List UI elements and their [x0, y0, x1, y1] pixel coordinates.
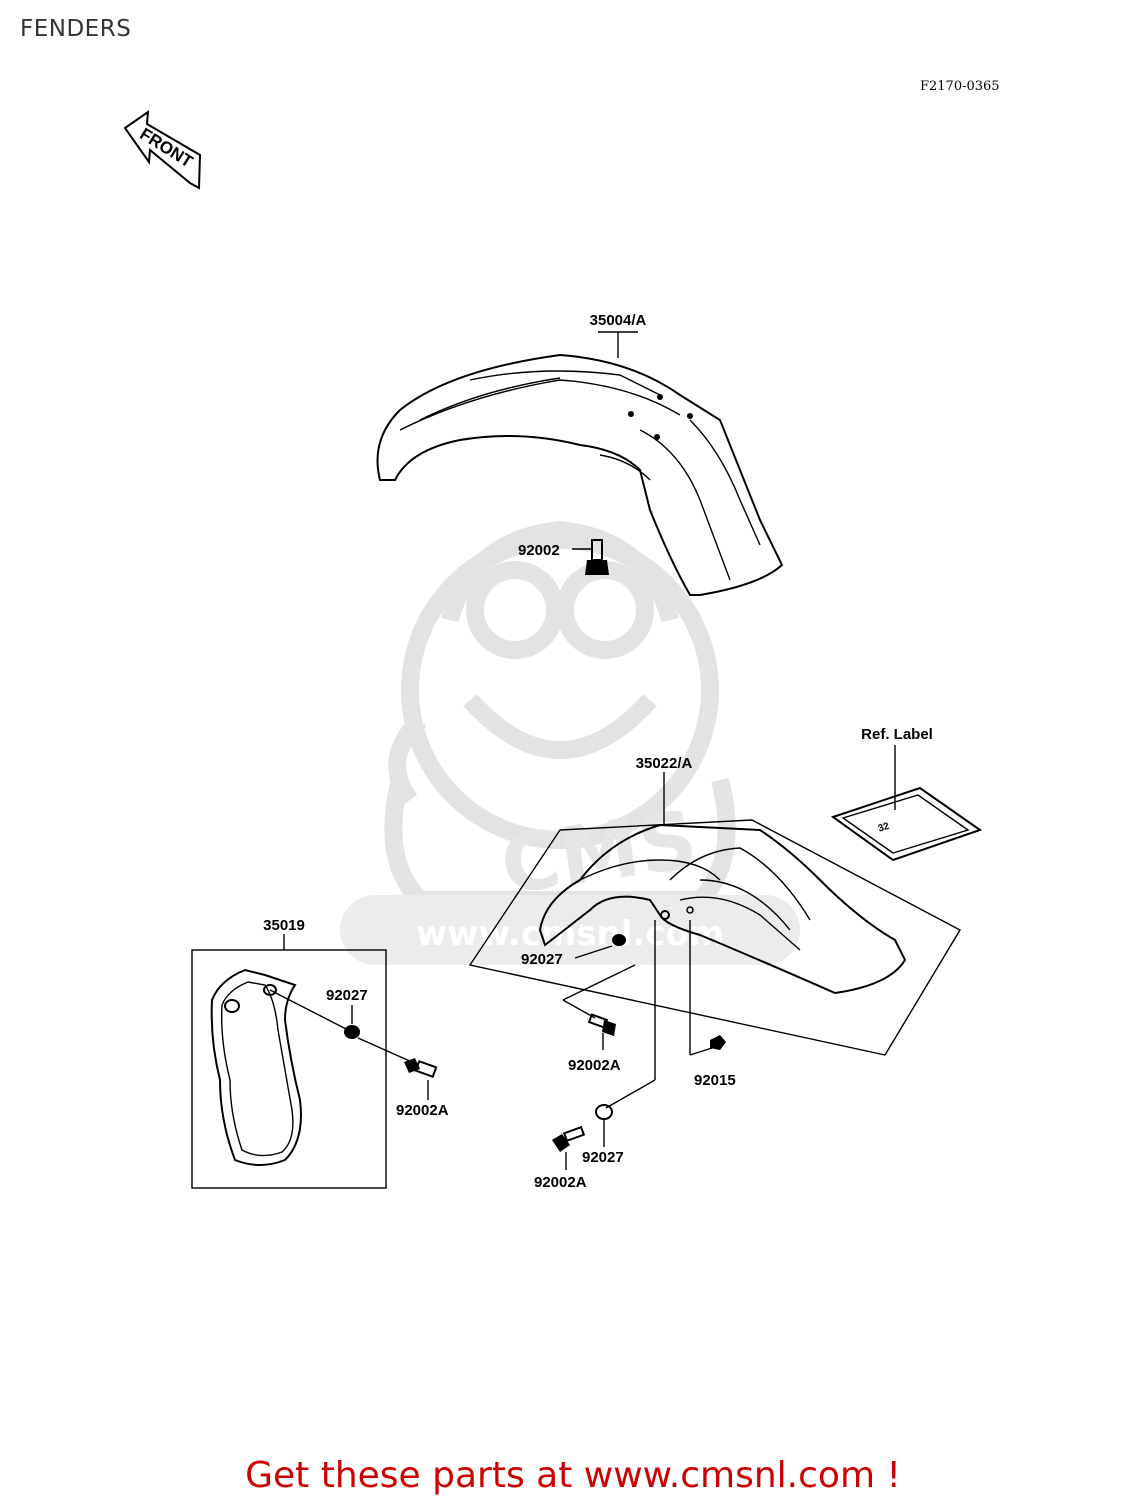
- diagram-code: F2170-0365: [920, 79, 1000, 94]
- rear-washer-lower: [595, 920, 656, 1147]
- label-side-cover-washer: 92027: [326, 987, 368, 1004]
- label-side-cover-bolt: 92002A: [396, 1102, 449, 1119]
- side-cover-group-outline: [191, 949, 387, 1189]
- label-side-cover: 35019: [263, 917, 305, 934]
- front-fender-bolt: [572, 539, 609, 575]
- side-cover-washer: [344, 1005, 413, 1063]
- footer-shop-link[interactable]: Get these parts at www.cmsnl.com !: [245, 1455, 901, 1496]
- rear-bolt-upper: [562, 964, 636, 1050]
- label-front-fender-bolt: 92002: [518, 542, 560, 559]
- label-ref-label: Ref. Label: [861, 726, 933, 743]
- rear-fender-group-outline: [468, 819, 961, 1056]
- label-rear-washer-upper: 92027: [521, 951, 563, 968]
- front-arrow: FRONT: [123, 109, 202, 190]
- side-cover: [210, 968, 349, 1166]
- watermark-url: www.cmsnl.com: [416, 914, 725, 954]
- side-cover-bolt: [404, 1058, 438, 1100]
- label-rear-bolt-lower: 92002A: [534, 1174, 587, 1191]
- page-title: FENDERS: [20, 16, 132, 42]
- label-rear-nut: 92015: [694, 1072, 736, 1089]
- label-rear-bolt-upper: 92002A: [568, 1057, 621, 1074]
- rear-bolt-lower: [552, 1125, 586, 1170]
- label-rear-washer-lower: 92027: [582, 1149, 624, 1166]
- label-front-fender: 35004/A: [590, 312, 647, 329]
- rear-washer-upper: [574, 934, 626, 959]
- label-rear-fender: 35022/A: [636, 755, 693, 772]
- rear-nut: [689, 920, 726, 1056]
- ref-label-sticker: 32: [830, 745, 983, 862]
- rear-fender: [538, 823, 907, 995]
- parts-diagram: CMS www.cmsnl.com FRONT 35004/A 92002 32: [123, 109, 983, 1191]
- ref-label-digits: 32: [877, 821, 891, 835]
- watermark-logo: CMS www.cmsnl.com: [340, 520, 800, 965]
- front-fender: [376, 331, 784, 596]
